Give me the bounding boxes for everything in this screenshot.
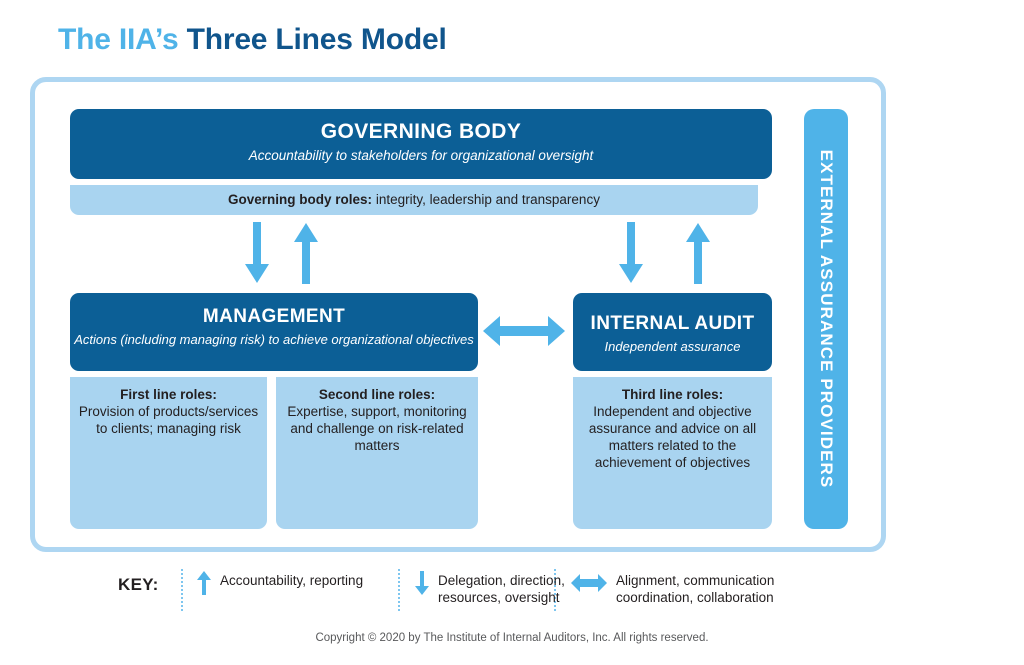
governing-body-roles-label: Governing body roles:	[228, 192, 373, 207]
governing-body-roles-bar: Governing body roles: integrity, leaders…	[70, 185, 758, 215]
key-divider-2	[398, 569, 400, 611]
arrow-down-icon	[414, 570, 430, 601]
governing-body-subtitle: Accountability to stakeholders for organ…	[248, 148, 594, 163]
arrow-management-to-governing-body-icon	[293, 222, 319, 284]
internal-audit-box: INTERNAL AUDIT Independent assurance	[573, 293, 772, 371]
page-title-light: The IIA’s	[58, 23, 187, 56]
arrow-governing-body-to-internal-audit-icon	[618, 222, 644, 284]
key-item-delegation-text: Delegation, direction, resources, oversi…	[438, 573, 565, 605]
key-legend-label: KEY:	[118, 575, 159, 594]
first-line-roles-text: Provision of products/services to client…	[78, 404, 259, 436]
arrow-left-right-icon	[570, 570, 608, 601]
second-line-roles-text: Expertise, support, monitoring and chall…	[287, 404, 467, 453]
first-line-roles-box: First line roles: Provision of products/s…	[70, 377, 267, 529]
key-item-accountability: Accountability, reporting	[196, 569, 363, 601]
external-assurance-providers-label: EXTERNAL ASSURANCE PROVIDERS	[817, 149, 836, 489]
third-line-roles-box: Third line roles: Independent and objecti…	[573, 377, 772, 529]
governing-body-box: GOVERNING BODY Accountability to stakeho…	[70, 109, 772, 179]
key-divider-3	[554, 569, 556, 611]
governing-body-title: GOVERNING BODY	[320, 120, 522, 143]
key-item-delegation: Delegation, direction, resources, oversi…	[414, 569, 565, 606]
key-item-alignment-text: Alignment, communication coordination, c…	[616, 573, 775, 605]
second-line-roles-label: Second line roles:	[318, 387, 436, 402]
arrow-governing-body-to-management-icon	[244, 222, 270, 284]
first-line-roles-label: First line roles:	[120, 387, 217, 402]
arrow-up-icon	[196, 570, 212, 601]
management-box: MANAGEMENT Actions (including managing r…	[70, 293, 478, 371]
internal-audit-subtitle: Independent assurance	[604, 339, 741, 354]
external-assurance-providers-bar: EXTERNAL ASSURANCE PROVIDERS	[804, 109, 848, 529]
key-legend: KEY: Accountability, reporting Delegatio…	[118, 567, 818, 615]
second-line-roles-box: Second line roles: Expertise, support, mo…	[276, 377, 478, 529]
third-line-roles-text: Independent and objective assurance and …	[588, 404, 757, 470]
page-title: The IIA’s Three Lines Model	[58, 23, 447, 57]
third-line-roles-label: Third line roles:	[621, 387, 724, 402]
key-item-alignment: Alignment, communication coordination, c…	[570, 569, 774, 606]
arrow-management-internal-audit-icon	[482, 314, 566, 348]
management-subtitle: Actions (including managing risk) to ach…	[74, 332, 474, 347]
copyright-text: Copyright © 2020 by The Institute of Int…	[315, 632, 709, 644]
key-item-accountability-text: Accountability, reporting	[220, 573, 364, 588]
internal-audit-title: INTERNAL AUDIT	[590, 313, 755, 334]
arrow-internal-audit-to-governing-body-icon	[685, 222, 711, 284]
key-divider-1	[181, 569, 183, 611]
page-title-dark: Three Lines Model	[186, 23, 447, 56]
diagram-frame: GOVERNING BODY Accountability to stakeho…	[30, 77, 886, 552]
governing-body-roles-text: integrity, leadership and transparency	[372, 192, 600, 207]
management-title: MANAGEMENT	[202, 306, 346, 327]
